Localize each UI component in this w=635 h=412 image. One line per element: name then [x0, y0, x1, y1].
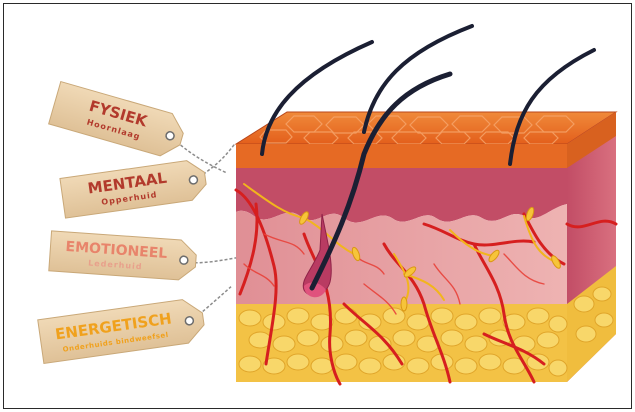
tag-eyelet	[189, 175, 198, 184]
tag-string	[190, 255, 236, 266]
stratum-corneum-front	[236, 144, 567, 168]
tag-eyelet	[180, 256, 189, 265]
tag-fysiek: FYSIEK Hoornlaag	[49, 82, 238, 175]
skin-diagram: FYSIEK Hoornlaag MENTAAL Opperhuid EMOTI…	[4, 4, 631, 408]
tag-eyelet	[185, 316, 194, 325]
diagram-frame: FYSIEK Hoornlaag MENTAAL Opperhuid EMOTI…	[3, 3, 632, 409]
skin-block	[236, 26, 616, 384]
tag-energetisch: ENERGETISCH Onderhuids bindweefsel	[37, 287, 238, 364]
tag-emotioneel: EMOTIONEEL Lederhuid	[49, 231, 237, 284]
tag-mentaal: MENTAAL Opperhuid	[59, 144, 242, 218]
